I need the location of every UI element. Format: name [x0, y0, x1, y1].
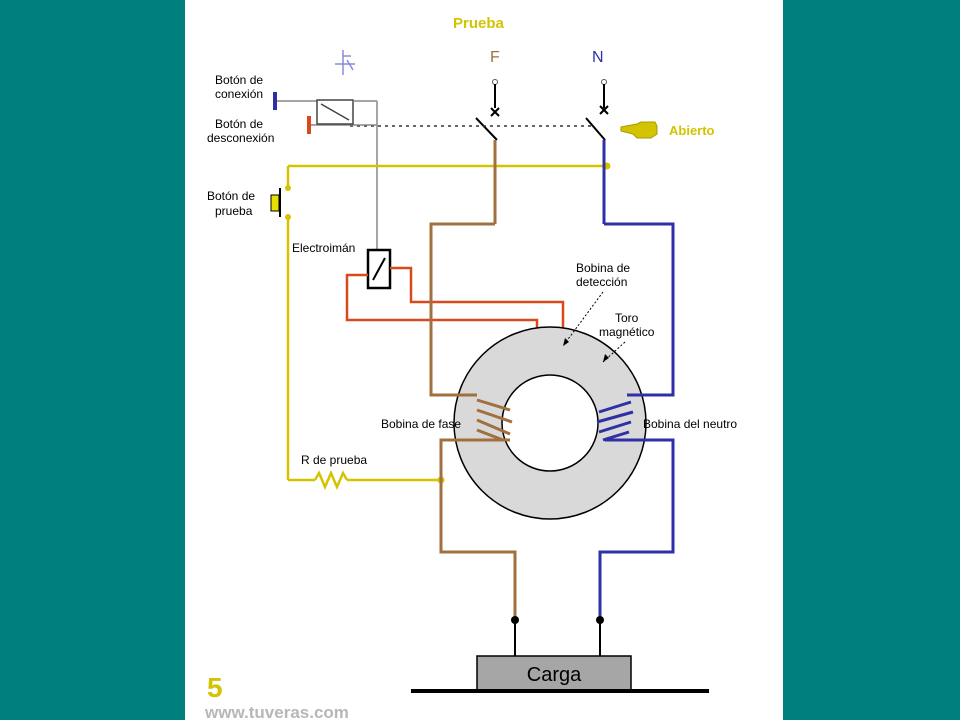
- small-blue-logo-icon: [335, 50, 355, 75]
- disconnect-button[interactable]: [307, 116, 311, 134]
- electromagnet-label: Electroimán: [292, 241, 355, 255]
- connect-button-label-2: conexión: [215, 87, 263, 101]
- toroid-label-2: magnético: [599, 325, 655, 339]
- neutral-coil-label: Bobina del neutro: [643, 417, 737, 431]
- disconnect-button-label-1: Botón de: [215, 117, 263, 131]
- detection-coil-arrowhead: [563, 338, 569, 346]
- toroid-label-1: Toro: [615, 311, 639, 325]
- test-contact-top: [285, 185, 291, 191]
- disconnect-button-label-2: desconexión: [207, 131, 274, 145]
- test-wire: [286, 164, 607, 491]
- neutral-terminal: [601, 79, 607, 85]
- load-box: [476, 655, 632, 691]
- test-contact-bottom: [285, 214, 291, 220]
- phase-label: F: [490, 49, 500, 66]
- slide: Prueba F N Abierto Botón de conexión: [185, 0, 783, 720]
- toroid-arrowhead: [603, 354, 609, 362]
- neutral-switch: [585, 84, 609, 141]
- phase-wire: [429, 140, 517, 620]
- connect-button-label-1: Botón de: [215, 73, 263, 87]
- toroid-inner-edge: [501, 374, 599, 472]
- phase-terminal: [492, 79, 498, 85]
- load-label: Carga: [527, 664, 582, 686]
- test-button-label-2: prueba: [215, 204, 253, 218]
- detection-coil-leader: [562, 291, 604, 347]
- electromagnet-core: [372, 257, 386, 281]
- rccb-diagram: Prueba F N Abierto Botón de conexión: [204, 15, 737, 720]
- neutral-wire: [596, 140, 675, 620]
- test-resistor-label: R de prueba: [301, 453, 367, 467]
- website-text: www.tuveras.com: [204, 703, 349, 720]
- test-button[interactable]: [270, 194, 280, 212]
- toroid-outer-edge: [453, 326, 647, 520]
- status-label: Abierto: [669, 123, 715, 138]
- magnetic-toroid: [454, 327, 646, 519]
- slide-number: 5: [207, 672, 223, 703]
- connect-button[interactable]: [273, 92, 277, 110]
- detection-coil-label-2: detección: [576, 275, 627, 289]
- hand-pointing-left-icon: [620, 121, 658, 139]
- detection-coil-label-1: Bobina de: [576, 261, 630, 275]
- test-button-label-1: Botón de: [207, 189, 255, 203]
- phase-switch: [475, 84, 500, 141]
- phase-coil-label: Bobina de fase: [381, 417, 461, 431]
- neutral-label: N: [592, 49, 604, 66]
- relay: [277, 99, 378, 250]
- diagram-title: Prueba: [453, 15, 505, 32]
